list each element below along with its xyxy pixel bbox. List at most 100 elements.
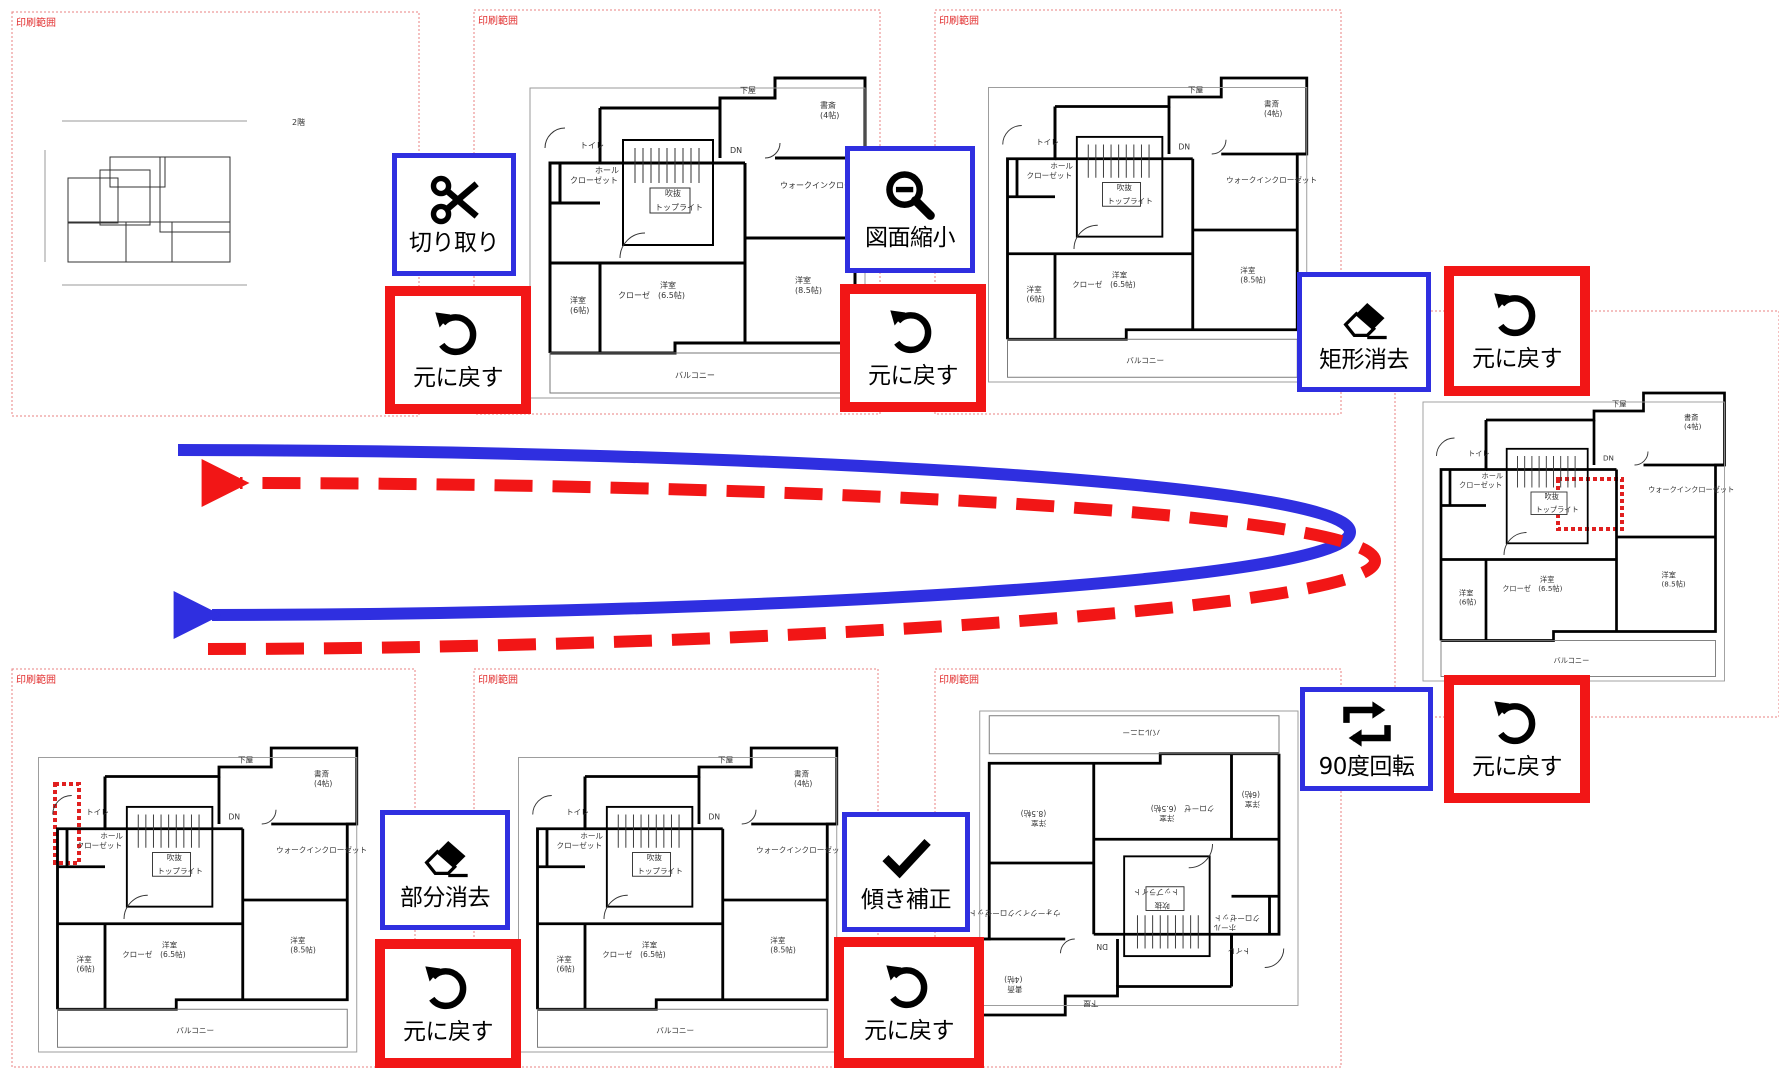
room-label: ホール xyxy=(1050,161,1073,170)
room-label: クローゼ xyxy=(602,949,633,959)
room-label: 下屋 xyxy=(1612,400,1626,409)
print-frame-label: 印刷範囲 xyxy=(939,16,979,27)
room-label: 吹抜 xyxy=(1117,182,1133,192)
room-label: クローゼ xyxy=(1502,584,1531,593)
room-label: (6帖) xyxy=(77,963,95,973)
room-label: 書斎 xyxy=(820,100,836,110)
room-label: (6帖) xyxy=(1459,598,1477,607)
room-label: 洋室 xyxy=(570,295,586,305)
room-label: ウォークインクローゼット xyxy=(756,845,847,855)
print-frame-label: 印刷範囲 xyxy=(478,675,518,686)
room-label: (6.5帖) xyxy=(160,949,186,959)
undo-label: 元に戻す xyxy=(1472,346,1563,373)
room-label: 洋室 xyxy=(642,940,658,950)
room-label: 洋室 xyxy=(1031,818,1047,828)
undo-label: 元に戻す xyxy=(1472,754,1563,781)
blue-arrow-path xyxy=(173,444,1357,640)
partial-erase-button[interactable]: 部分消去 xyxy=(380,810,510,930)
floor-plan-mini xyxy=(44,120,247,286)
room-label: (6帖) xyxy=(1027,293,1045,303)
room-label: 洋室 xyxy=(1459,589,1473,598)
room-label: 洋室 xyxy=(1159,814,1175,824)
eraser-icon xyxy=(1343,303,1387,340)
room-label: DN xyxy=(229,812,241,821)
room-label: トップライト xyxy=(1134,888,1180,897)
undo-label: 元に戻す xyxy=(864,1017,955,1044)
room-label: 洋室 xyxy=(1244,799,1260,809)
room-label: トイレ xyxy=(86,808,109,817)
room-label: トップライト xyxy=(1536,505,1579,514)
room-label: 洋室 xyxy=(1662,571,1676,580)
rotate-icon xyxy=(1342,701,1391,748)
room-label: トイレ xyxy=(1036,138,1059,147)
room-label: クローゼ xyxy=(122,949,153,959)
room-label: 下屋 xyxy=(740,86,756,95)
crop-label: 切り取り xyxy=(409,229,500,256)
room-label: クローゼ xyxy=(618,290,650,300)
room-label: ウォークインクローゼット xyxy=(1226,175,1317,185)
room-label: (8.5帖) xyxy=(770,944,796,954)
room-label: ホール xyxy=(595,166,619,175)
zoom-out-button[interactable]: 図面縮小 xyxy=(845,146,975,273)
undo-button-3[interactable]: 元に戻す xyxy=(1444,266,1590,396)
undo-button-5[interactable]: 元に戻す xyxy=(375,939,521,1068)
room-label: 洋室 xyxy=(290,935,306,945)
room-label: バルコニー xyxy=(1122,728,1160,737)
room-label: (8.5帖) xyxy=(290,944,316,954)
room-label: クローゼット xyxy=(77,840,123,850)
room-label: 吹抜 xyxy=(167,852,183,862)
room-label: DN xyxy=(1603,454,1614,463)
room-label: 下屋 xyxy=(238,755,254,764)
print-frame-label: 印刷範囲 xyxy=(478,16,518,27)
room-label: トイレ xyxy=(1228,947,1251,956)
room-label: 洋室 xyxy=(162,940,178,950)
room-label: バルコニー xyxy=(176,1026,214,1035)
rotate-90-button[interactable]: 90度回転 xyxy=(1300,687,1433,791)
room-label: 吹抜 xyxy=(1154,901,1170,911)
room-label: (6帖) xyxy=(570,305,589,315)
room-label: クローゼット xyxy=(1459,481,1502,490)
room-label: (6.5帖) xyxy=(640,949,666,959)
rect-erase-button[interactable]: 矩形消去 xyxy=(1297,272,1431,392)
floor-label: 2階 xyxy=(292,117,305,127)
undo-icon xyxy=(1494,701,1536,745)
print-frame-label: 印刷範囲 xyxy=(939,675,979,686)
room-label: (4帖) xyxy=(1004,975,1022,985)
undo-button-2[interactable]: 元に戻す xyxy=(840,284,986,412)
room-label: クローゼット xyxy=(1214,913,1260,923)
room-label: トップライト xyxy=(157,866,203,875)
room-label: (6.5帖) xyxy=(1151,804,1177,814)
undo-button-1[interactable]: 元に戻す xyxy=(385,286,531,414)
room-label: ウォークインクローゼット xyxy=(276,845,367,855)
eraser-icon xyxy=(424,841,468,878)
room-label: 書斎 xyxy=(1684,413,1698,422)
undo-button-6[interactable]: 元に戻す xyxy=(834,937,984,1068)
room-label: トイレ xyxy=(580,141,604,150)
room-label: クローゼット xyxy=(1027,170,1073,180)
room-label: トイレ xyxy=(1468,449,1490,458)
room-label: ホール xyxy=(1482,472,1504,481)
room-label: クローゼット xyxy=(570,175,618,185)
deskew-label: 傾き補正 xyxy=(861,887,952,914)
room-label: (4帖) xyxy=(794,778,812,788)
crop-button[interactable]: 切り取り xyxy=(392,153,516,276)
undo-label: 元に戻す xyxy=(868,363,959,390)
room-label: (6.5帖) xyxy=(1538,584,1562,593)
room-label: 洋室 xyxy=(1240,265,1256,275)
room-label: トップライト xyxy=(1107,196,1153,205)
undo-button-4[interactable]: 元に戻す xyxy=(1444,675,1590,803)
room-label: ウォークインクローゼット xyxy=(1648,485,1734,494)
room-label: DN xyxy=(1179,142,1191,151)
room-label: バルコニー xyxy=(675,371,715,380)
scissors-icon xyxy=(430,175,479,225)
room-label: 洋室 xyxy=(770,935,786,945)
undo-label: 元に戻す xyxy=(403,1018,494,1045)
room-label: 吹抜 xyxy=(665,188,681,198)
deskew-button[interactable]: 傾き補正 xyxy=(842,812,970,932)
room-label: 書斎 xyxy=(1007,985,1023,995)
